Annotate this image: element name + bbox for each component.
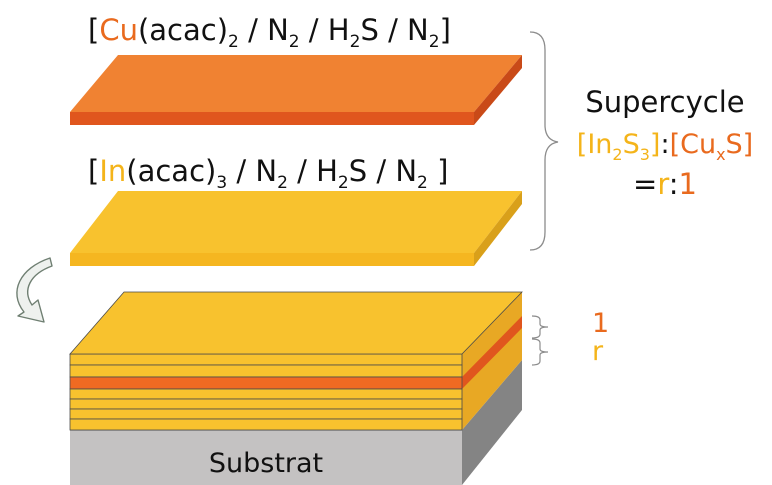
stack-front-cu-layer xyxy=(69,376,463,390)
stack-bracket-r xyxy=(531,338,549,366)
stack-front-in-layer-6 xyxy=(69,418,463,431)
substrate-label: Substrat xyxy=(209,448,323,479)
supercycle-bracket xyxy=(529,31,559,251)
curved-arrow-icon xyxy=(16,257,53,323)
stack-front-in-layer-4 xyxy=(69,398,463,410)
supercycle-ratio-equation: =r:1 xyxy=(633,167,697,201)
supercycle-title: Supercycle xyxy=(585,85,744,119)
stack-label-r: r xyxy=(592,336,604,367)
stack-label-one: 1 xyxy=(592,308,609,339)
stack-side-face xyxy=(462,292,522,430)
in-plate-top-face xyxy=(70,191,522,253)
stack-front-in-layer-5 xyxy=(69,408,463,420)
in-plate-side-face xyxy=(474,191,522,266)
stack-bracket-one xyxy=(531,315,549,339)
stack-front-in-layer-1 xyxy=(69,353,463,366)
cu-precursor-label: [Cu(acac)2 / N2 / H2S / N2] xyxy=(88,13,451,52)
stack-side-cu-stripe xyxy=(462,316,522,389)
stack-top-face xyxy=(69,291,523,355)
stack-front-in-layer-2 xyxy=(69,364,463,378)
substrate-front-face xyxy=(70,430,462,485)
cu-plate-top-face xyxy=(70,55,522,112)
cu-precursor-plate xyxy=(70,55,522,125)
stack-front-in-layer-3 xyxy=(69,388,463,400)
layer-stack: Substrat xyxy=(69,291,523,485)
in-precursor-label: [In(acac)3 / N2 / H2S / N2 ] xyxy=(88,154,448,193)
in-precursor-plate xyxy=(70,191,522,266)
cu-plate-front-face xyxy=(70,112,474,125)
in-plate-front-face xyxy=(70,253,474,266)
supercycle-ratio-formula: [In2S3]:[CuxS] xyxy=(577,129,753,164)
cu-plate-side-face xyxy=(474,55,522,125)
substrate-side-face xyxy=(462,360,522,485)
